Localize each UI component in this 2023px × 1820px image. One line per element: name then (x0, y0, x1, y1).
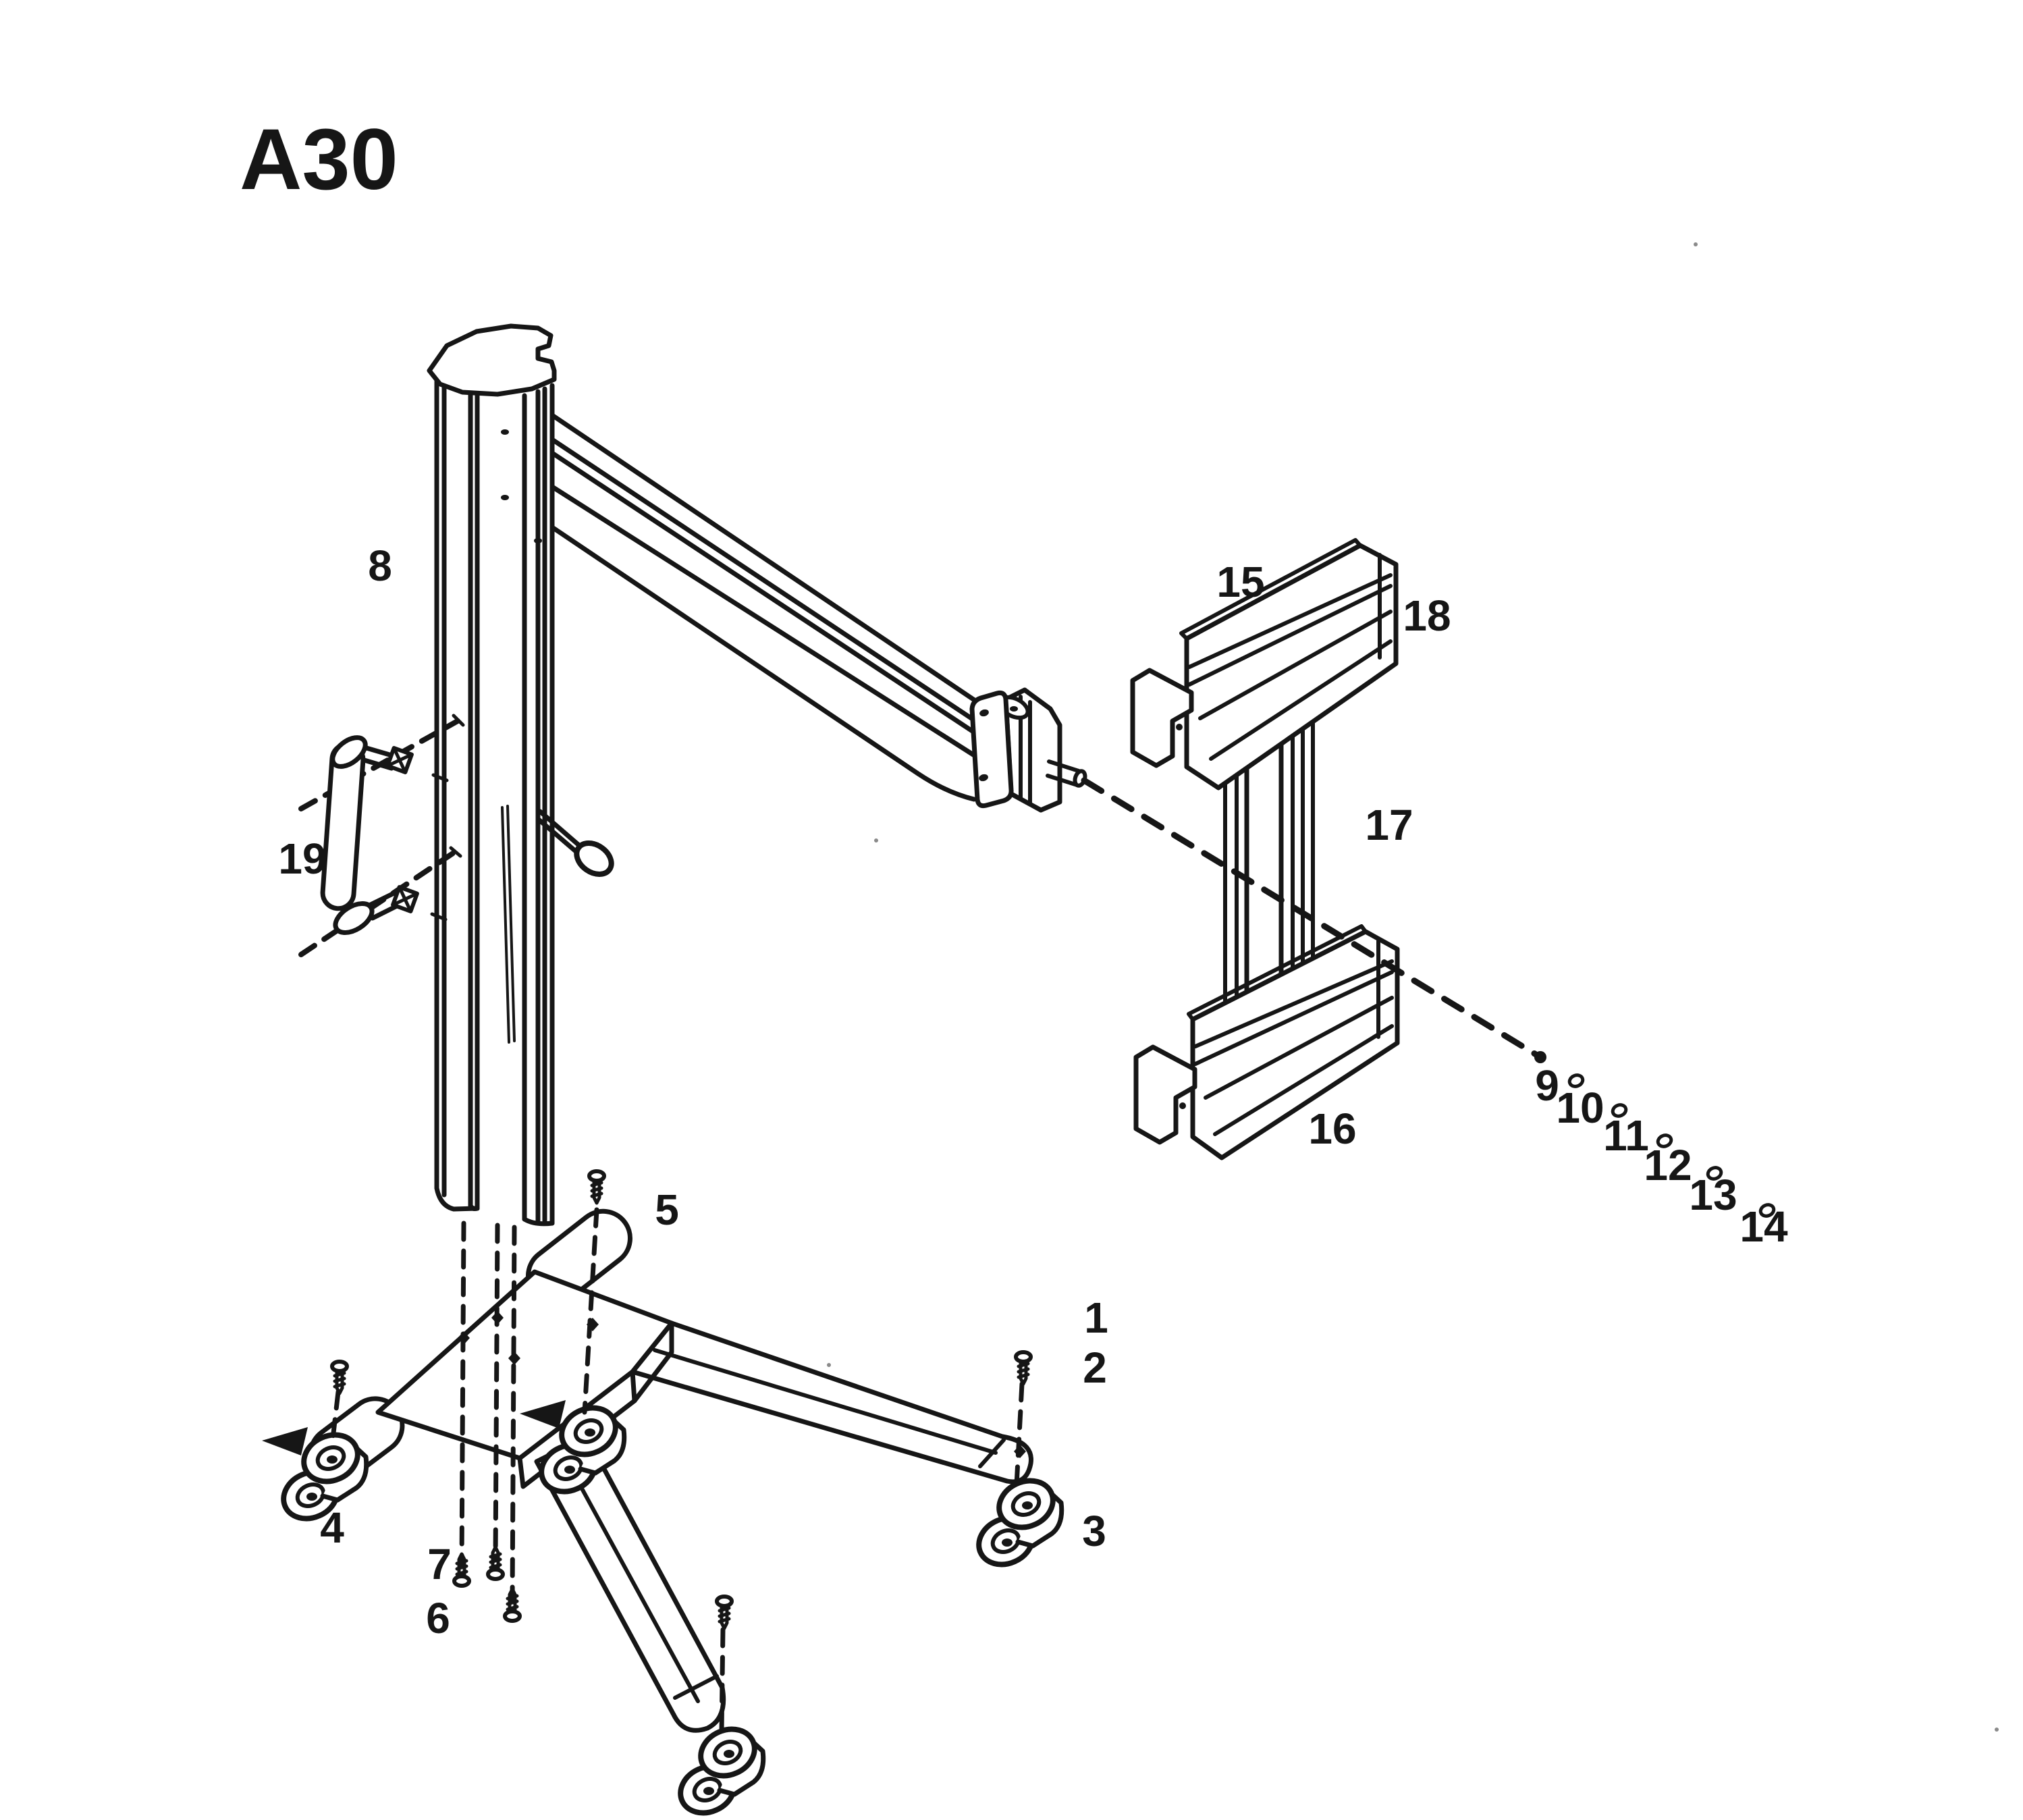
callout-12: 12 (1644, 1141, 1692, 1189)
column-top-cap (427, 323, 557, 397)
base-plate (375, 1269, 674, 1461)
callout-15: 15 (1216, 558, 1264, 606)
slider-rails (1223, 720, 1315, 1048)
page-title: A30 (240, 111, 398, 208)
bottom-rail-beam (1133, 924, 1400, 1160)
cross-arm (549, 412, 1087, 813)
callout-4: 4 (320, 1503, 344, 1552)
callout-10: 10 (1556, 1083, 1604, 1132)
arm-end-bracket (969, 687, 1087, 813)
screw-4 (332, 1362, 347, 1393)
top-rail-beam (1130, 538, 1399, 791)
handle-bolt-bottom (393, 887, 417, 911)
callout-14: 14 (1739, 1202, 1788, 1251)
handle-bolt-top (387, 748, 412, 772)
column-hole (501, 495, 509, 500)
fasteners (329, 1171, 1031, 1735)
caster-right (971, 1472, 1062, 1573)
callout-17: 17 (1365, 801, 1413, 849)
caster-base (262, 1208, 1062, 1820)
base-right-leg (630, 1320, 1033, 1484)
callout-9: 9 (1535, 1061, 1559, 1110)
callout-11: 11 (1603, 1111, 1649, 1160)
caster-front (673, 1721, 763, 1820)
crank-lever (536, 809, 614, 877)
screw-front (717, 1597, 732, 1628)
callout-6: 6 (426, 1594, 450, 1642)
callout-3: 3 (1082, 1507, 1106, 1555)
column-upright (298, 323, 614, 1227)
caster-left-braked (262, 1426, 367, 1527)
column-hole (501, 429, 509, 435)
callout-5: 5 (655, 1185, 679, 1234)
assembly-axis (1081, 777, 1775, 1218)
rail-carriage (1130, 538, 1400, 1160)
callout-2: 2 (1083, 1343, 1107, 1392)
callout-1: 1 (1084, 1293, 1108, 1342)
screw-1 (1016, 1352, 1031, 1384)
screw-5 (589, 1171, 604, 1203)
callout-13: 13 (1689, 1171, 1737, 1219)
column-hole (534, 538, 542, 543)
handle (320, 735, 417, 935)
callout-7: 7 (427, 1540, 452, 1588)
callout-16: 16 (1308, 1104, 1356, 1153)
bolt-6 (488, 1547, 503, 1579)
callout-8: 8 (368, 541, 392, 590)
callout-19: 19 (278, 834, 326, 883)
callout-18: 18 (1403, 591, 1451, 640)
